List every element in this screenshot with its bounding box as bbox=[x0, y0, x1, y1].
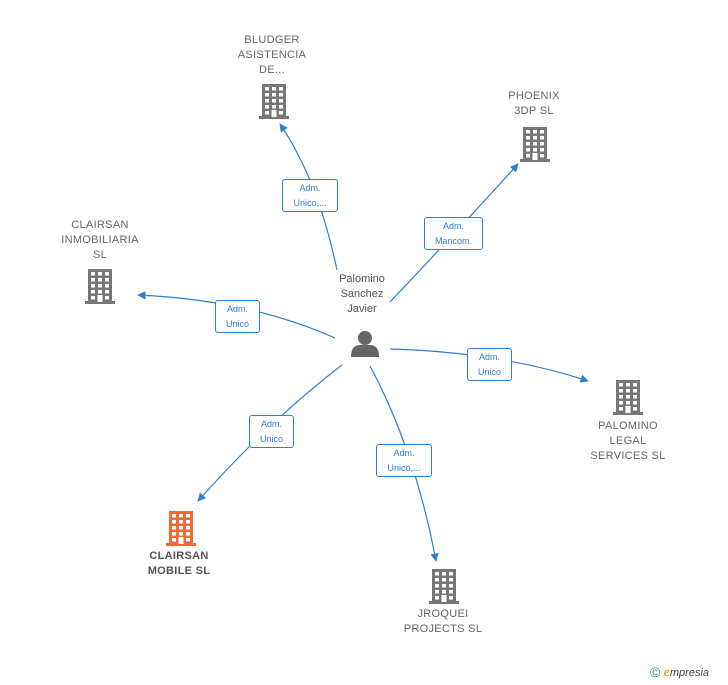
building-icon-phoenix[interactable] bbox=[520, 127, 550, 162]
edge-label-clairsan-inmobiliaria[interactable]: Adm. Unico bbox=[215, 300, 260, 333]
person-icon[interactable] bbox=[351, 331, 379, 357]
building-icon-palomino-legal[interactable] bbox=[613, 380, 643, 415]
building-icon-clairsan-inmobiliaria[interactable] bbox=[85, 269, 115, 304]
node-label-palomino-legal[interactable]: PALOMINO LEGAL SERVICES SL bbox=[590, 419, 666, 462]
edge-label-jroquei[interactable]: Adm. Unico,... bbox=[376, 444, 432, 477]
edge-label-clairsan-mobile[interactable]: Adm. Unico bbox=[249, 415, 294, 448]
edge-label-bludger[interactable]: Adm. Unico,... bbox=[282, 179, 338, 212]
node-label-phoenix[interactable]: PHOENIX 3DP SL bbox=[508, 90, 560, 117]
node-label-clairsan-inmobiliaria[interactable]: CLAIRSAN INMOBILIARIA SL bbox=[61, 218, 139, 261]
brand-name: mpresia bbox=[669, 667, 710, 679]
building-icon-bludger[interactable] bbox=[259, 84, 289, 119]
footer-brand: © empresia bbox=[650, 664, 709, 681]
edge-label-phoenix[interactable]: Adm. Mancom. bbox=[424, 217, 483, 250]
building-icon-jroquei[interactable] bbox=[429, 569, 459, 604]
brand-initial: e bbox=[663, 665, 670, 680]
center-person-label[interactable]: Palomino Sanchez Javier bbox=[339, 272, 385, 315]
node-label-bludger[interactable]: BLUDGER ASISTENCIA DE... bbox=[237, 33, 307, 76]
copyright-icon: © bbox=[650, 664, 661, 680]
edge-label-palomino-legal[interactable]: Adm. Unico bbox=[467, 348, 512, 381]
node-label-clairsan-mobile[interactable]: CLAIRSAN MOBILE SL bbox=[147, 550, 211, 577]
building-icon-clairsan-mobile[interactable] bbox=[166, 511, 196, 546]
node-label-jroquei[interactable]: JROQUEI PROJECTS SL bbox=[403, 608, 483, 635]
